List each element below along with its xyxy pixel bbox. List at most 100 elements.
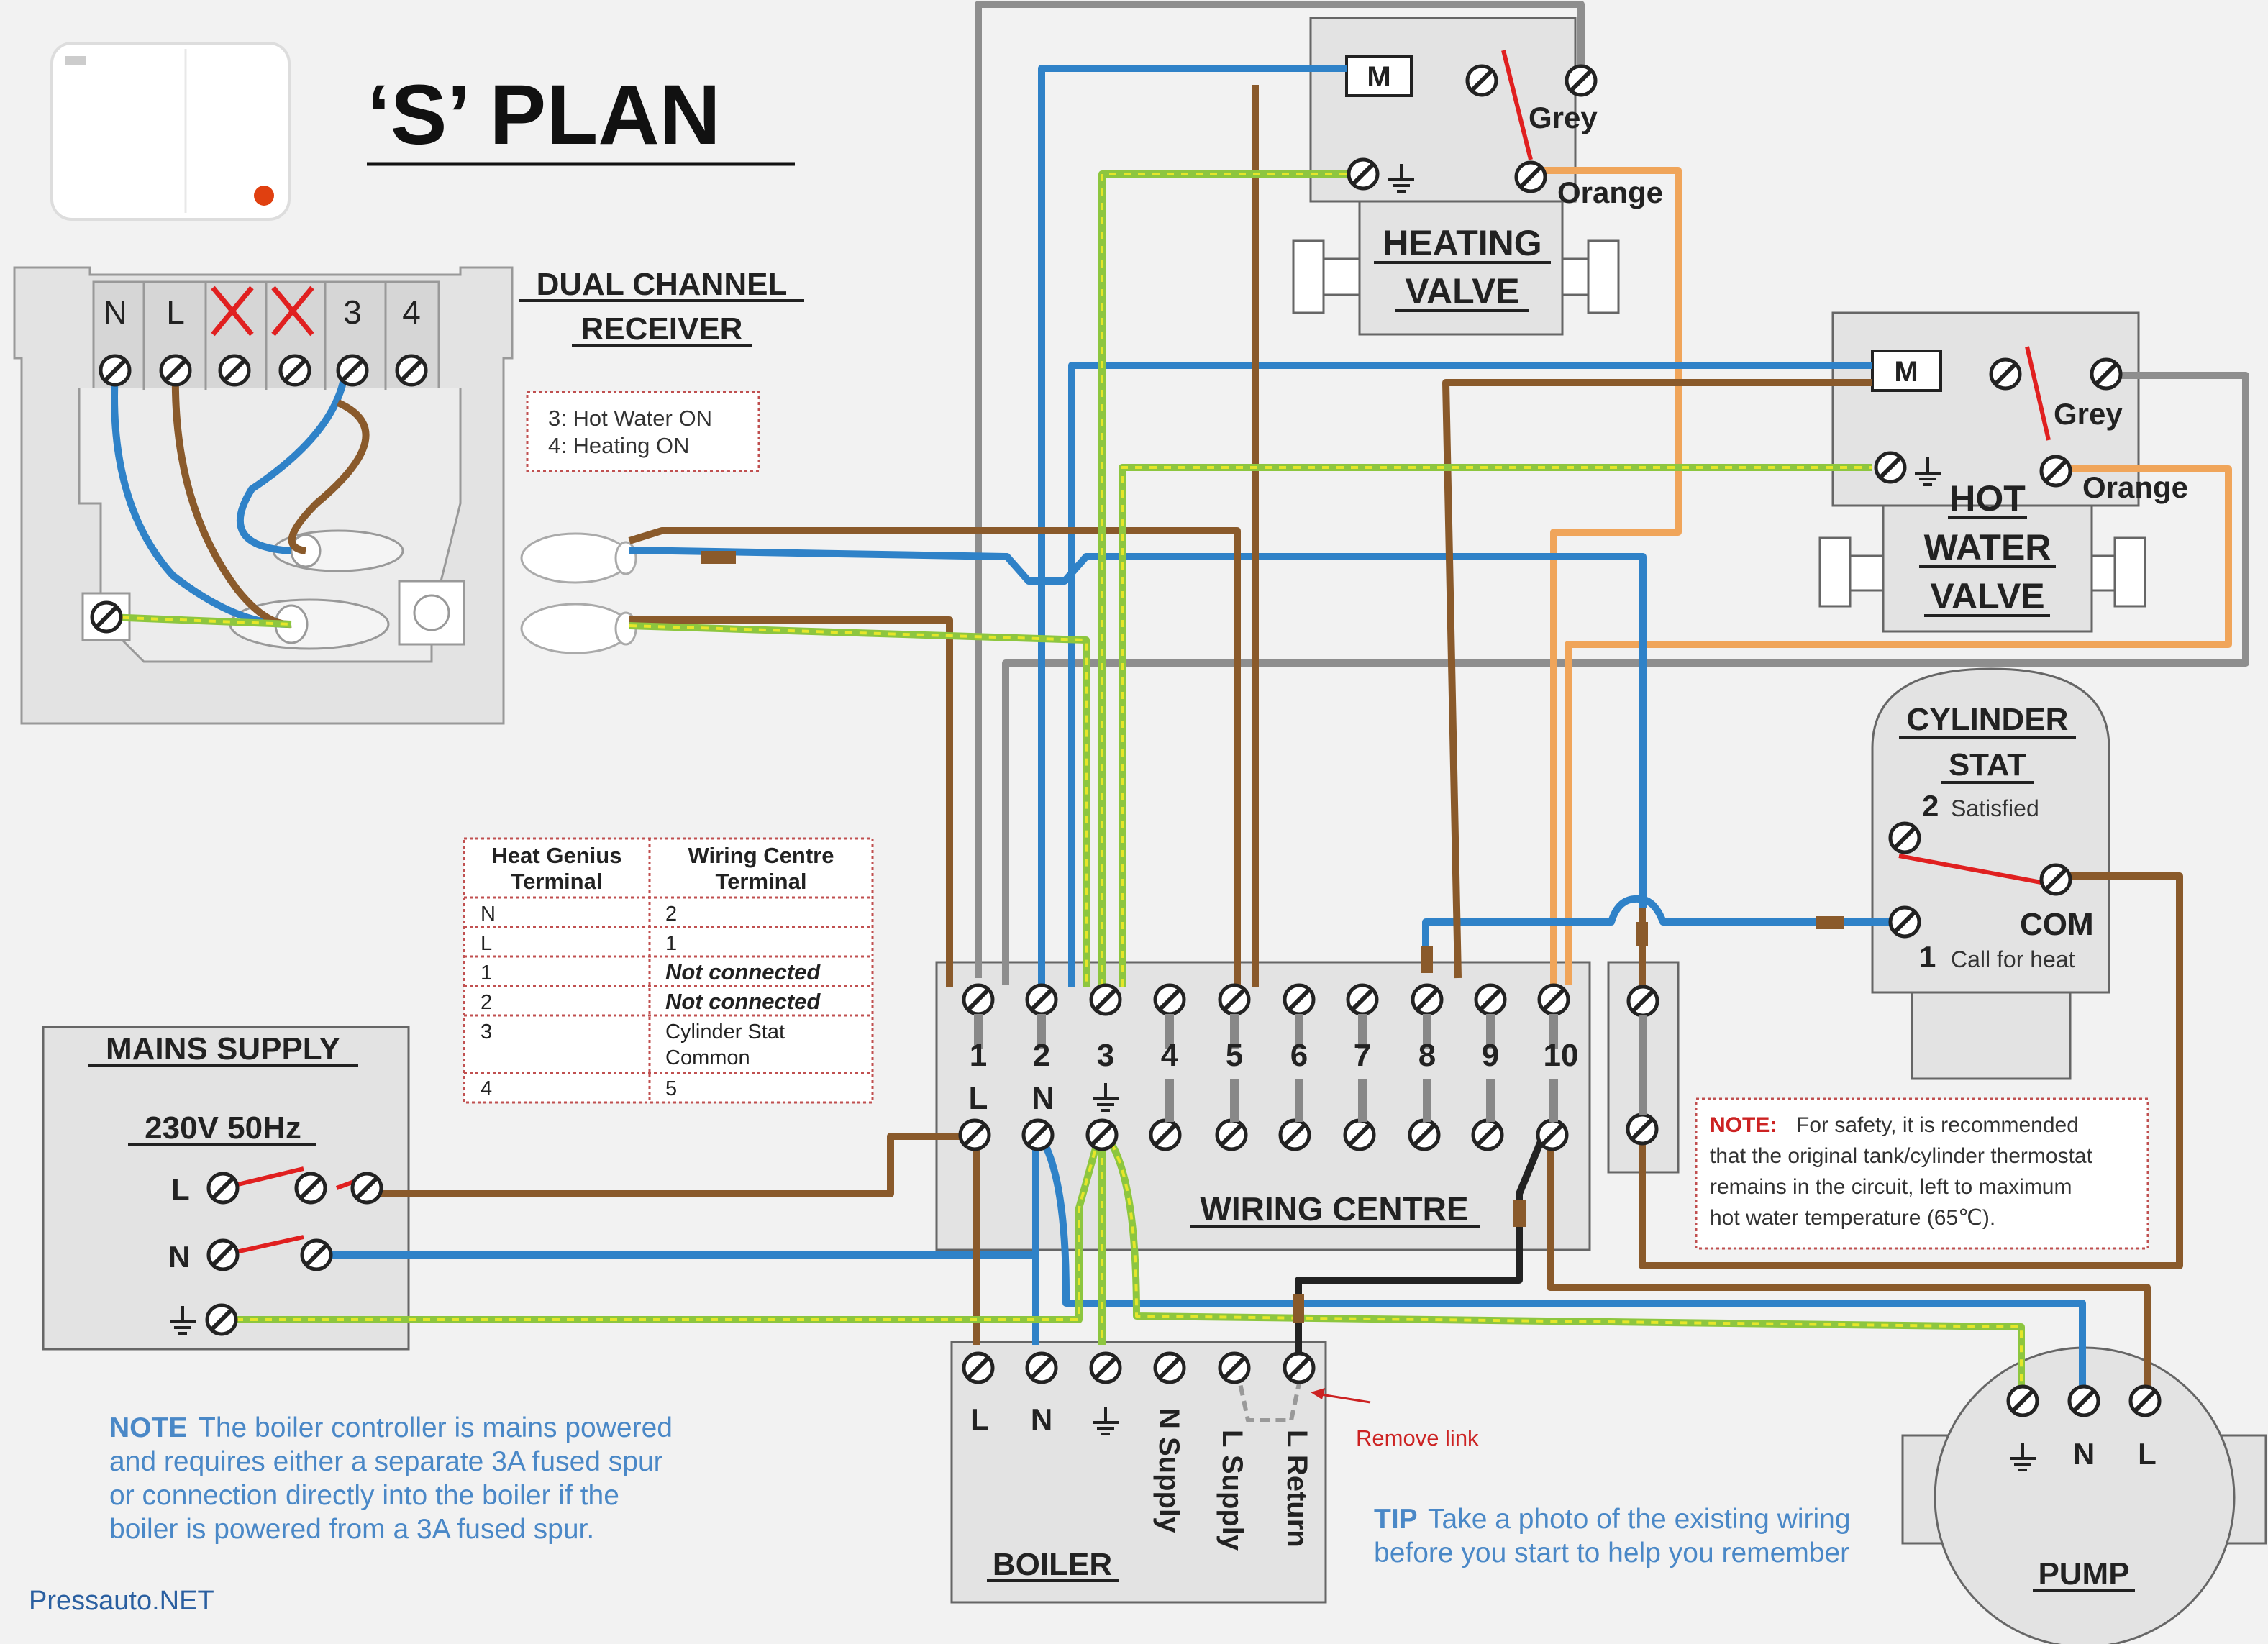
table-header-hg-line2: Terminal xyxy=(511,869,603,894)
table-row-hg: 2 xyxy=(481,991,492,1014)
wiring-centre-terminal-number: 2 xyxy=(1033,1038,1050,1073)
cylinder-stat-t2-number: 2 xyxy=(1922,789,1939,823)
table-row-wc: 5 xyxy=(665,1077,677,1100)
loose-connector-blocks xyxy=(520,532,637,654)
table-row-hg: 4 xyxy=(481,1077,492,1100)
boiler-note-line1: The boiler controller is mains powered xyxy=(199,1412,673,1443)
mains-n-label: N xyxy=(168,1240,190,1274)
pump-title: PUMP xyxy=(2038,1556,2129,1592)
mains-voltage: 230V 50Hz xyxy=(145,1110,301,1146)
wiring-centre-terminal-number: 8 xyxy=(1418,1038,1436,1073)
boiler-note-line3: or connection directly into the boiler i… xyxy=(109,1480,619,1511)
receiver-unused-crosses xyxy=(211,286,314,337)
page-title: ‘S’ PLAN xyxy=(367,68,721,163)
heating-valve-label-line1: HEATING xyxy=(1383,223,1541,263)
controller-device xyxy=(50,42,291,221)
tip-line1: Take a photo of the existing wiring xyxy=(1428,1504,1851,1535)
cylinder-stat-title-line2: STAT xyxy=(1949,747,2026,782)
wires xyxy=(107,1,2249,1422)
table-row-wc-line2: Common xyxy=(665,1046,750,1069)
receiver-legend-line1: 3: Hot Water ON xyxy=(548,406,712,431)
safety-note-line1: For safety, it is recommended xyxy=(1796,1113,2079,1137)
wiring-centre-terminal-number: 7 xyxy=(1354,1038,1371,1073)
hot-water-valve-motor-label: M xyxy=(1894,356,1918,388)
boiler-title: BOILER xyxy=(993,1547,1112,1582)
wiring-centre-n-label: N xyxy=(1031,1081,1055,1116)
table-row-wc: 1 xyxy=(665,932,677,955)
hot-water-valve-orange-label: Orange xyxy=(2082,470,2188,504)
safety-note-line4: hot water temperature (65℃). xyxy=(1710,1206,1995,1230)
safety-note-box xyxy=(1695,1097,2149,1250)
receiver-legend-box xyxy=(526,391,760,472)
cylinder-stat-t1-number: 1 xyxy=(1919,940,1936,974)
boiler-box xyxy=(950,1341,1327,1604)
table-row-wc: Not connected xyxy=(665,989,821,1014)
heating-valve-label-line2: VALVE xyxy=(1405,271,1519,311)
cylinder-stat-body xyxy=(1871,667,2110,1080)
heating-valve-motor-label: M xyxy=(1367,61,1390,93)
boiler-note-label: NOTE xyxy=(109,1412,187,1443)
wiring-centre-title: WIRING CENTRE xyxy=(1200,1190,1468,1228)
cylinder-stat-t2-label: Satisfied xyxy=(1951,795,2039,821)
receiver-heading-line1: DUAL CHANNEL xyxy=(537,267,788,302)
table-header-wc-line1: Wiring Centre xyxy=(688,843,834,868)
table-row-hg: L xyxy=(481,932,492,955)
boiler-note-line4: boiler is powered from a 3A fused spur. xyxy=(109,1514,594,1545)
safety-note-line2: that the original tank/cylinder thermost… xyxy=(1710,1144,2093,1168)
wiring-centre-terminal-number: 9 xyxy=(1482,1038,1499,1073)
hot-water-valve-grey-label: Grey xyxy=(2054,397,2123,431)
wiring-centre-terminal-number: 4 xyxy=(1161,1038,1179,1073)
receiver-heading-line2: RECEIVER xyxy=(581,311,743,347)
safety-note-label: NOTE: xyxy=(1710,1113,1777,1137)
cylinder-stat-title-line1: CYLINDER xyxy=(1907,702,2069,737)
table-row-hg: 1 xyxy=(481,962,492,985)
table-row-wc: Not connected xyxy=(665,959,821,985)
cylinder-stat-t1-label: Call for heat xyxy=(1951,946,2075,972)
cylinder-stat-com-label: COM xyxy=(2020,907,2094,942)
tip-line2: before you start to help you remember xyxy=(1374,1538,1849,1568)
wiring-centre-l-label: L xyxy=(969,1081,988,1116)
receiver-legend-line2: 4: Heating ON xyxy=(548,433,689,458)
wiring-centre-terminal-number: 3 xyxy=(1097,1038,1114,1073)
receiver-terminal-4: 4 xyxy=(402,293,421,331)
boiler-n-supply-label: N Supply xyxy=(1153,1408,1185,1533)
mapping-table-text: Heat Genius Terminal Wiring Centre Termi… xyxy=(481,843,834,1100)
mains-title: MAINS SUPPLY xyxy=(106,1031,340,1067)
wiring-centre-terminal-number: 10 xyxy=(1544,1038,1579,1073)
boiler-l-supply-label: L Supply xyxy=(1216,1430,1248,1551)
table-header-hg-line1: Heat Genius xyxy=(492,843,622,868)
hot-water-valve-label-line1: HOT xyxy=(1949,478,2026,519)
boiler-l-label: L xyxy=(970,1402,989,1436)
boiler-l-return-label: L Return xyxy=(1281,1430,1313,1548)
table-header-wc-line2: Terminal xyxy=(716,869,807,894)
table-row-wc: 2 xyxy=(665,903,677,926)
tip-label: TIP xyxy=(1374,1504,1418,1535)
remove-link-label: Remove link xyxy=(1356,1425,1479,1451)
table-row-hg: 3 xyxy=(481,1020,492,1044)
heating-valve-orange-label: Orange xyxy=(1557,175,1663,209)
receiver-terminal-l: L xyxy=(166,293,185,331)
mapping-table xyxy=(463,837,874,1104)
boiler-n-label: N xyxy=(1031,1402,1052,1436)
receiver-backplate xyxy=(13,266,514,725)
boiler-note-line2: and requires either a separate 3A fused … xyxy=(109,1446,663,1477)
receiver-terminal-n: N xyxy=(103,293,127,331)
wiring-centre-link-bars xyxy=(974,1014,1647,1122)
heating-valve-grey-label: Grey xyxy=(1529,101,1598,134)
table-row-hg: N xyxy=(481,903,496,926)
wiring-centre-terminal-number: 6 xyxy=(1290,1038,1308,1073)
pump-n-label: N xyxy=(2073,1437,2095,1471)
wiring-centre-terminal-number: 5 xyxy=(1226,1038,1243,1073)
pump-body xyxy=(1901,1346,2267,1644)
hot-water-valve-label-line2: WATER xyxy=(1924,527,2051,567)
receiver-terminal-dividers xyxy=(142,282,387,390)
safety-note-line3: remains in the circuit, left to maximum xyxy=(1710,1175,2072,1199)
mains-l-label: L xyxy=(171,1172,190,1206)
watermark: Pressauto.NET xyxy=(29,1586,214,1616)
hot-water-valve-label-line3: VALVE xyxy=(1930,576,2044,616)
wiring-centre-terminal-number: 1 xyxy=(970,1038,987,1073)
pump-l-label: L xyxy=(2138,1437,2157,1471)
receiver-terminal-3: 3 xyxy=(343,293,362,331)
table-row-wc: Cylinder Stat xyxy=(665,1020,785,1044)
